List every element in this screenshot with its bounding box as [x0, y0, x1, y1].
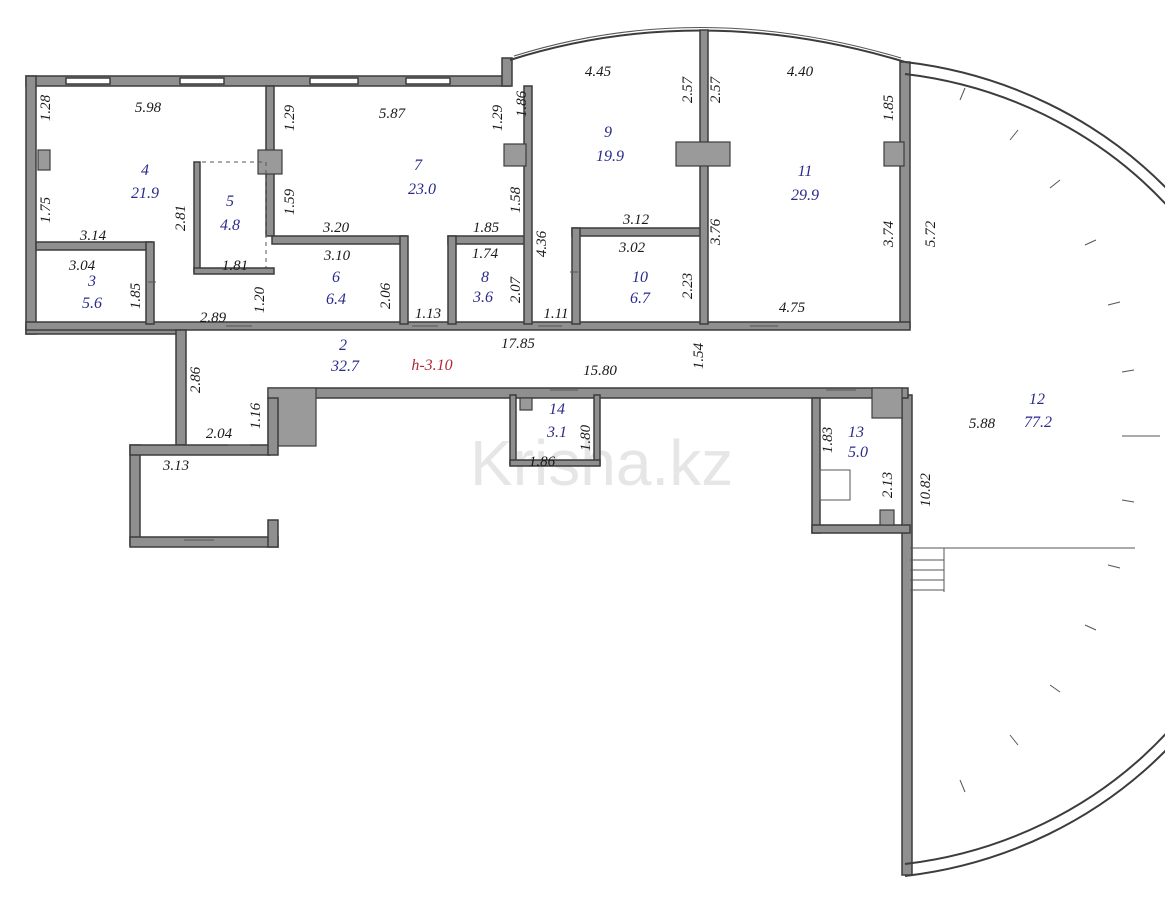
dimension-label: 3.74 [881, 220, 897, 248]
room-5-number: 5 [226, 193, 234, 210]
room-2-area: 32.7 [330, 358, 360, 375]
dimension-label: 2.23 [680, 273, 696, 299]
dimension-label: 3.13 [162, 458, 189, 474]
dimension-label: 1.75 [38, 196, 54, 223]
room-4-number: 4 [141, 162, 149, 179]
dimension-label: 5.87 [379, 106, 407, 122]
dimension-label: 1.54 [691, 342, 707, 369]
room-9-number: 9 [604, 124, 612, 141]
dimension-label: 3.14 [79, 228, 107, 244]
room-2-number: 2 [339, 337, 347, 354]
dimension-label: 1.28 [38, 94, 54, 121]
dimension-label: 1.83 [820, 427, 836, 453]
dimension-label: 1.85 [128, 282, 144, 309]
dimension-label: 5.88 [969, 416, 996, 432]
room-3-number: 3 [87, 273, 96, 290]
room-10-area: 6.7 [630, 290, 651, 307]
room-13-area: 5.0 [848, 444, 868, 461]
interior-walls [35, 29, 1160, 541]
room-7-number: 7 [414, 157, 423, 174]
dimension-labels: 5.98 3.14 3.04 1.81 2.89 5.87 3.20 3.10 … [38, 64, 996, 507]
outer-walls [25, 27, 1165, 877]
dimension-label: 4.36 [534, 230, 550, 257]
dimension-label: 2.89 [200, 310, 227, 326]
dimension-label: 4.45 [585, 64, 612, 80]
room-8-number: 8 [481, 269, 489, 286]
room-12-number: 12 [1029, 391, 1045, 408]
room-3-area: 5.6 [82, 295, 102, 312]
dimension-label: 2.07 [508, 275, 524, 303]
dimension-label: 17.85 [501, 336, 535, 352]
dimension-label: 3.02 [618, 240, 646, 256]
dimension-label: 5.72 [923, 220, 939, 247]
dimension-label: 1.85 [881, 94, 897, 121]
dimension-label: 3.20 [322, 220, 350, 236]
dimension-label: 1.58 [508, 186, 524, 213]
room-10-number: 10 [632, 269, 648, 286]
dimension-label: 1.80 [578, 424, 594, 451]
dimension-label: 2.57 [708, 75, 724, 103]
dimension-label: 2.06 [378, 282, 394, 309]
dimension-label: 1.29 [282, 104, 298, 131]
dimension-label: 2.04 [206, 426, 233, 442]
dimension-label: 1.13 [415, 306, 441, 322]
dimension-label: 3.04 [68, 258, 96, 274]
dimension-label: 4.40 [787, 64, 814, 80]
dimension-label: 2.81 [173, 205, 189, 231]
dimension-label: 1.86 [529, 454, 556, 470]
dimension-label: 2.86 [188, 366, 204, 393]
dimension-label: 15.80 [583, 363, 617, 379]
dimension-label: 3.76 [708, 218, 724, 246]
dimension-label: 2.57 [680, 75, 696, 103]
room-12-area: 77.2 [1024, 414, 1052, 431]
room-11-number: 11 [798, 163, 813, 180]
dimension-label: 10.82 [918, 473, 934, 507]
dimension-label: 1.29 [490, 104, 506, 131]
dimension-label: 1.85 [473, 220, 500, 236]
room-labels: 2 32.7 3 5.6 4 21.9 5 4.8 6 6.4 7 23.0 8… [82, 124, 1052, 461]
dimension-label: 3.10 [323, 248, 351, 264]
room-14-area: 3.1 [546, 424, 567, 441]
room-9-area: 19.9 [596, 148, 624, 165]
dimension-label: 1.11 [543, 306, 568, 322]
room-11-area: 29.9 [791, 187, 819, 204]
dimension-label: 5.98 [135, 100, 162, 116]
dimension-label: 4.75 [779, 300, 806, 316]
room-13-number: 13 [848, 424, 864, 441]
dimension-label: 1.86 [514, 90, 530, 117]
dimension-label: 2.13 [880, 472, 896, 498]
ceiling-height: h-3.10 [411, 357, 452, 374]
dimension-label: 1.20 [252, 286, 268, 313]
room-8-area: 3.6 [472, 289, 493, 306]
room-7-area: 23.0 [408, 181, 436, 198]
dimension-label: 1.74 [472, 246, 499, 262]
dimension-label: 3.12 [622, 212, 650, 228]
dimension-label: 1.59 [282, 188, 298, 215]
room-6-number: 6 [332, 269, 340, 286]
room-5-area: 4.8 [220, 217, 240, 234]
dimension-label: 1.16 [248, 402, 264, 429]
room-6-area: 6.4 [326, 291, 346, 308]
room-4-area: 21.9 [131, 185, 159, 202]
dimension-label: 1.81 [222, 258, 248, 274]
room-14-number: 14 [549, 401, 565, 418]
